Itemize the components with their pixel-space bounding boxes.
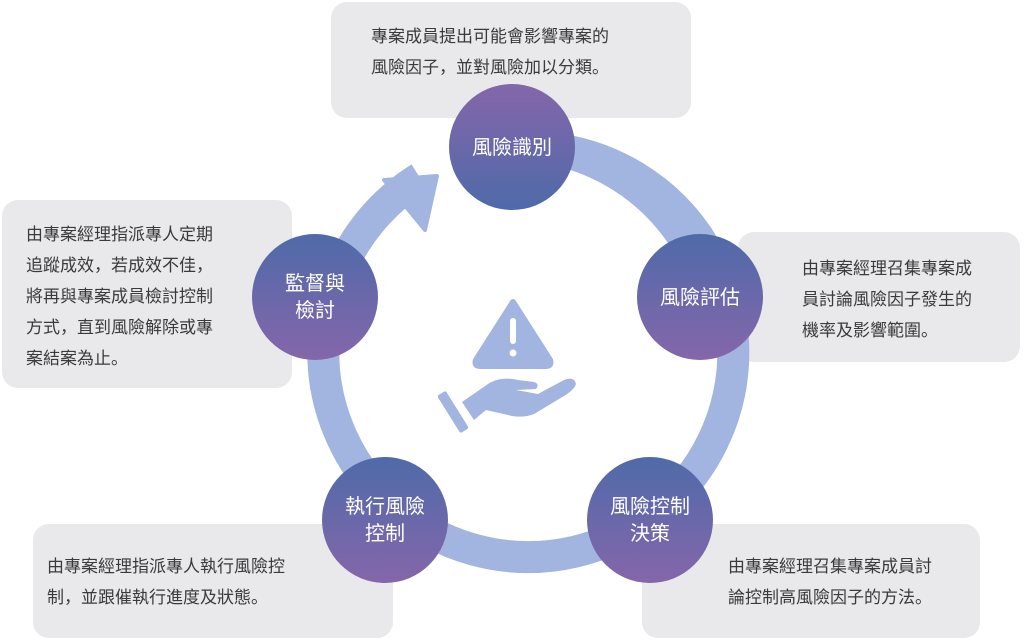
step-execute-risk-control: 執行風險 控制 — [322, 457, 448, 583]
description-box-monitor-review: 由專案經理指派專人定期 追蹤成效，若成效不佳， 將再與專案成員檢討控制 方式，直… — [2, 200, 292, 388]
cycle-arrowhead — [382, 174, 439, 232]
step-risk-identification: 風險識別 — [449, 84, 575, 210]
step-risk-control-decision: 風險控制 決策 — [587, 457, 713, 583]
description-box-execute-control: 由專案經理指派專人執行風險控 制，並跟催執行進度及狀態。 — [33, 524, 393, 638]
description-text: 專案成員提出可能會影響專案的 風險因子，並對風險加以分類。 — [371, 27, 609, 78]
hand-holding-warning-icon — [438, 299, 576, 433]
description-text: 由專案經理指派專人執行風險控 制，並跟催執行進度及狀態。 — [47, 557, 285, 608]
description-text: 由專案經理召集專案成 員討論風險因子發生的 機率及影響範圍。 — [802, 259, 972, 341]
hand-icon — [462, 378, 576, 420]
step-label: 風險評估 — [660, 284, 740, 309]
step-label: 執行風險 控制 — [345, 494, 425, 545]
step-risk-assessment: 風險評估 — [637, 234, 763, 360]
step-label: 監督與 檢討 — [285, 271, 345, 322]
step-label: 風險控制 決策 — [610, 494, 690, 545]
description-box-risk-assessment: 由專案經理召集專案成 員討論風險因子發生的 機率及影響範圍。 — [738, 232, 1020, 362]
description-text: 由專案經理召集專案成員討 論控制高風險因子的方法。 — [728, 557, 932, 608]
step-label: 風險識別 — [472, 134, 552, 159]
step-monitor-and-review: 監督與 檢討 — [252, 234, 378, 360]
description-text: 由專案經理指派專人定期 追蹤成效，若成效不佳， 將再與專案成員檢討控制 方式，直… — [26, 225, 213, 369]
